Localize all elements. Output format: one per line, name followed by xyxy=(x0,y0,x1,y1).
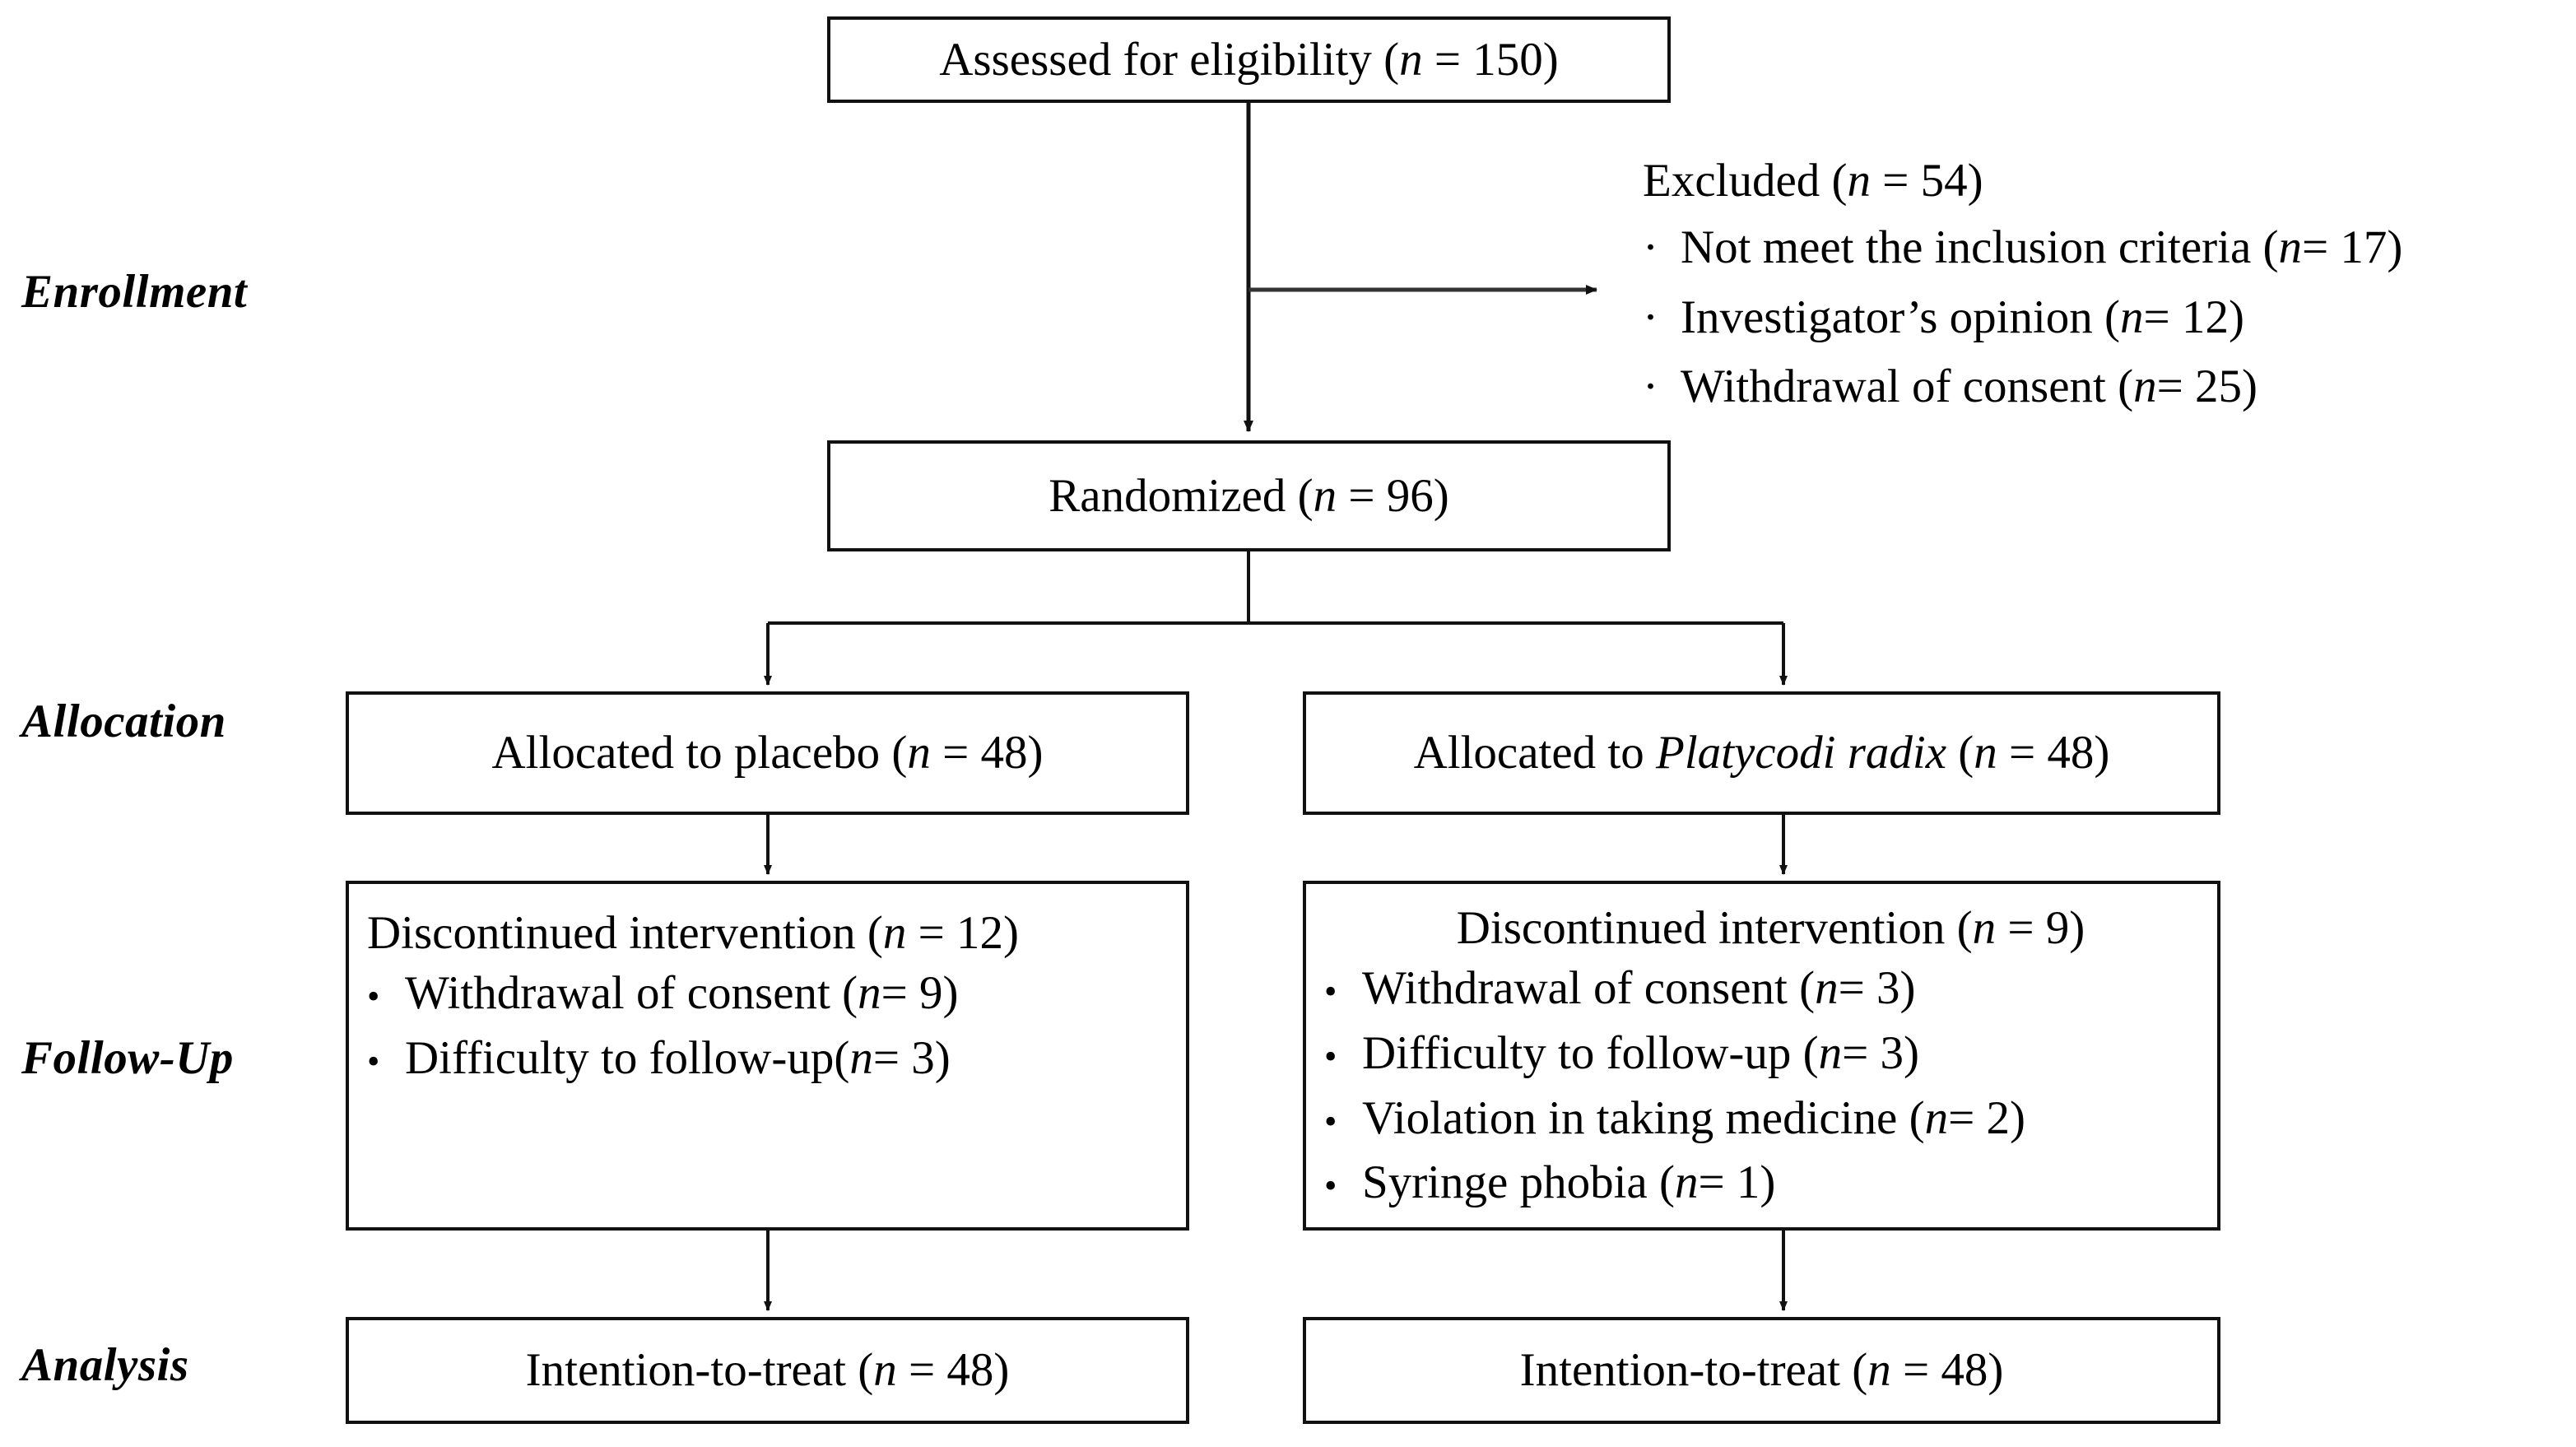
alloc-left-n: n xyxy=(907,727,931,779)
analysis-right-before: Intention-to-treat ( xyxy=(1519,1344,1868,1397)
list-item: • Withdrawal of consent (n = 9) xyxy=(367,961,1186,1026)
node-randomized-text: Randomized (n = 96) xyxy=(1049,468,1448,523)
alloc-right-after: = 48) xyxy=(1997,727,2110,779)
follow-right-item-3-before: Syringe phobia ( xyxy=(1362,1156,1675,1209)
excluded-item-0-n: n xyxy=(2278,221,2303,274)
excluded-heading: Excluded (n = 54) xyxy=(1643,153,2573,208)
node-discontinued-platycodi: Discontinued intervention (n = 9) •Withd… xyxy=(1303,881,2220,1231)
assessed-n-symbol: n xyxy=(1399,33,1423,86)
node-discontinued-placebo: Discontinued intervention (n = 12) •With… xyxy=(346,881,1189,1231)
alloc-right-n: n xyxy=(1974,727,1997,779)
randomized-n-symbol: n xyxy=(1313,469,1337,522)
excluded-head-before: Excluded ( xyxy=(1643,155,1848,207)
list-item: • Violation in taking medicine (n = 2) xyxy=(1324,1086,2217,1152)
follow-right-item-3-after: = 1) xyxy=(1698,1156,1776,1209)
follow-right-head-after: = 9) xyxy=(1996,902,2085,954)
follow-left-item-1-n: n xyxy=(849,1032,873,1085)
analysis-left-n: n xyxy=(873,1344,897,1397)
alloc-right-italic-term: Platycodi radix xyxy=(1656,727,1947,779)
alloc-right-mid: ( xyxy=(1946,727,1974,779)
follow-right-item-2-n: n xyxy=(1924,1091,1949,1144)
follow-left-item-0-n: n xyxy=(858,967,881,1020)
analysis-right-text: Intention-to-treat (n = 48) xyxy=(1520,1342,2004,1398)
analysis-left-after: = 48) xyxy=(896,1344,1010,1397)
follow-right-item-2-after: = 2) xyxy=(1948,1091,2025,1144)
follow-left-head-after: = 12) xyxy=(906,907,1020,959)
assessed-text-before: Assessed for eligibility ( xyxy=(939,33,1400,86)
analysis-right-n: n xyxy=(1867,1344,1891,1397)
node-itt-platycodi: Intention-to-treat (n = 48) xyxy=(1303,1317,2220,1424)
excluded-head-after: = 54) xyxy=(1870,155,1983,207)
stage-label-enrollment: Enrollment xyxy=(21,266,248,318)
alloc-left-before: Allocated to placebo ( xyxy=(491,727,908,779)
dot-bullet-icon: • xyxy=(1324,1036,1337,1077)
analysis-right-after: = 48) xyxy=(1890,1344,2004,1397)
analysis-left-text: Intention-to-treat (n = 48) xyxy=(526,1342,1010,1398)
list-item: · Not meet the inclusion criteria (n = 17… xyxy=(1643,213,2573,282)
follow-right-item-1-after: = 3) xyxy=(1842,1027,1919,1080)
excluded-head-n: n xyxy=(1847,155,1871,207)
follow-left-heading: Discontinued intervention (n = 12) xyxy=(367,905,1186,961)
dot-bullet-icon: • xyxy=(367,976,380,1017)
excluded-item-0-after: = 17) xyxy=(2302,221,2403,274)
analysis-left-before: Intention-to-treat ( xyxy=(525,1344,874,1397)
list-item: • Difficulty to follow-up (n = 3) xyxy=(1324,1021,2217,1086)
alloc-left-after: = 48) xyxy=(930,727,1044,779)
assessed-text-after: = 150) xyxy=(1422,33,1559,86)
alloc-left-text: Allocated to placebo (n = 48) xyxy=(491,725,1043,780)
node-itt-placebo: Intention-to-treat (n = 48) xyxy=(346,1317,1189,1424)
excluded-item-1-before: Investigator’s opinion ( xyxy=(1681,291,2121,343)
excluded-item-1-n: n xyxy=(2120,291,2144,343)
excluded-item-1-after: = 12) xyxy=(2143,291,2244,343)
node-assessed-text: Assessed for eligibility (n = 150) xyxy=(939,32,1558,87)
follow-right-item-1-n: n xyxy=(1818,1027,1843,1080)
excluded-item-2-n: n xyxy=(2133,360,2157,412)
follow-right-head-before: Discontinued intervention ( xyxy=(1456,902,1973,954)
excluded-item-2-after: = 25) xyxy=(2156,360,2257,412)
follow-left-item-1-after: = 3) xyxy=(872,1032,951,1085)
follow-right-item-2-before: Violation in taking medicine ( xyxy=(1362,1091,1925,1144)
excluded-item-0-before: Not meet the inclusion criteria ( xyxy=(1681,221,2279,274)
follow-left-reason-list: •Withdrawal of consent (n = 9) •Difficul… xyxy=(367,961,1186,1091)
follow-left-head-n: n xyxy=(882,907,907,959)
dot-bullet-icon: • xyxy=(1324,1100,1337,1142)
follow-left-item-0-after: = 9) xyxy=(881,967,959,1020)
follow-right-item-3-n: n xyxy=(1674,1156,1699,1209)
follow-right-item-0-after: = 3) xyxy=(1838,962,1916,1015)
follow-right-head-n: n xyxy=(1972,902,1997,954)
alloc-right-text: Allocated to Platycodi radix (n = 48) xyxy=(1414,725,2110,780)
node-randomized: Randomized (n = 96) xyxy=(827,440,1671,551)
list-item: • Syringe phobia (n = 1) xyxy=(1324,1151,2217,1216)
dot-bullet-icon: • xyxy=(367,1041,380,1082)
stage-label-allocation: Allocation xyxy=(21,696,226,747)
list-item: · Withdrawal of consent (n = 25) xyxy=(1643,352,2573,421)
middot-bullet-icon: · xyxy=(1643,221,1658,274)
stage-label-followup: Follow-Up xyxy=(21,1032,234,1084)
follow-right-item-0-n: n xyxy=(1815,962,1839,1015)
node-allocated-platycodi-radix: Allocated to Platycodi radix (n = 48) xyxy=(1303,691,2220,815)
list-item: • Withdrawal of consent (n = 3) xyxy=(1324,956,2217,1021)
dot-bullet-icon: • xyxy=(1324,971,1337,1012)
excluded-reason-list: ·Not meet the inclusion criteria (n = 17… xyxy=(1643,213,2573,421)
follow-right-reason-list: •Withdrawal of consent (n = 3) •Difficul… xyxy=(1324,956,2217,1216)
excluded-item-2-before: Withdrawal of consent ( xyxy=(1681,360,2134,412)
follow-left-item-1-before: Difficulty to follow-up( xyxy=(405,1032,850,1085)
follow-right-item-1-before: Difficulty to follow-up ( xyxy=(1362,1027,1819,1080)
list-item: • Difficulty to follow-up(n = 3) xyxy=(367,1026,1186,1091)
stage-label-analysis: Analysis xyxy=(21,1339,189,1391)
list-item: · Investigator’s opinion (n = 12) xyxy=(1643,283,2573,352)
randomized-text-before: Randomized ( xyxy=(1049,469,1314,522)
follow-right-heading: Discontinued intervention (n = 9) xyxy=(1324,900,2217,956)
follow-right-item-0-before: Withdrawal of consent ( xyxy=(1362,962,1816,1015)
node-assessed-for-eligibility: Assessed for eligibility (n = 150) xyxy=(827,16,1671,103)
dot-bullet-icon: • xyxy=(1324,1166,1337,1207)
follow-left-head-before: Discontinued intervention ( xyxy=(367,907,883,959)
middot-bullet-icon: · xyxy=(1643,360,1658,412)
middot-bullet-icon: · xyxy=(1643,291,1658,343)
alloc-right-before: Allocated to xyxy=(1413,727,1657,779)
randomized-text-after: = 96) xyxy=(1337,469,1449,522)
follow-left-item-0-before: Withdrawal of consent ( xyxy=(405,967,858,1020)
node-excluded: Excluded (n = 54) ·Not meet the inclusio… xyxy=(1643,153,2573,421)
node-allocated-placebo: Allocated to placebo (n = 48) xyxy=(346,691,1189,815)
